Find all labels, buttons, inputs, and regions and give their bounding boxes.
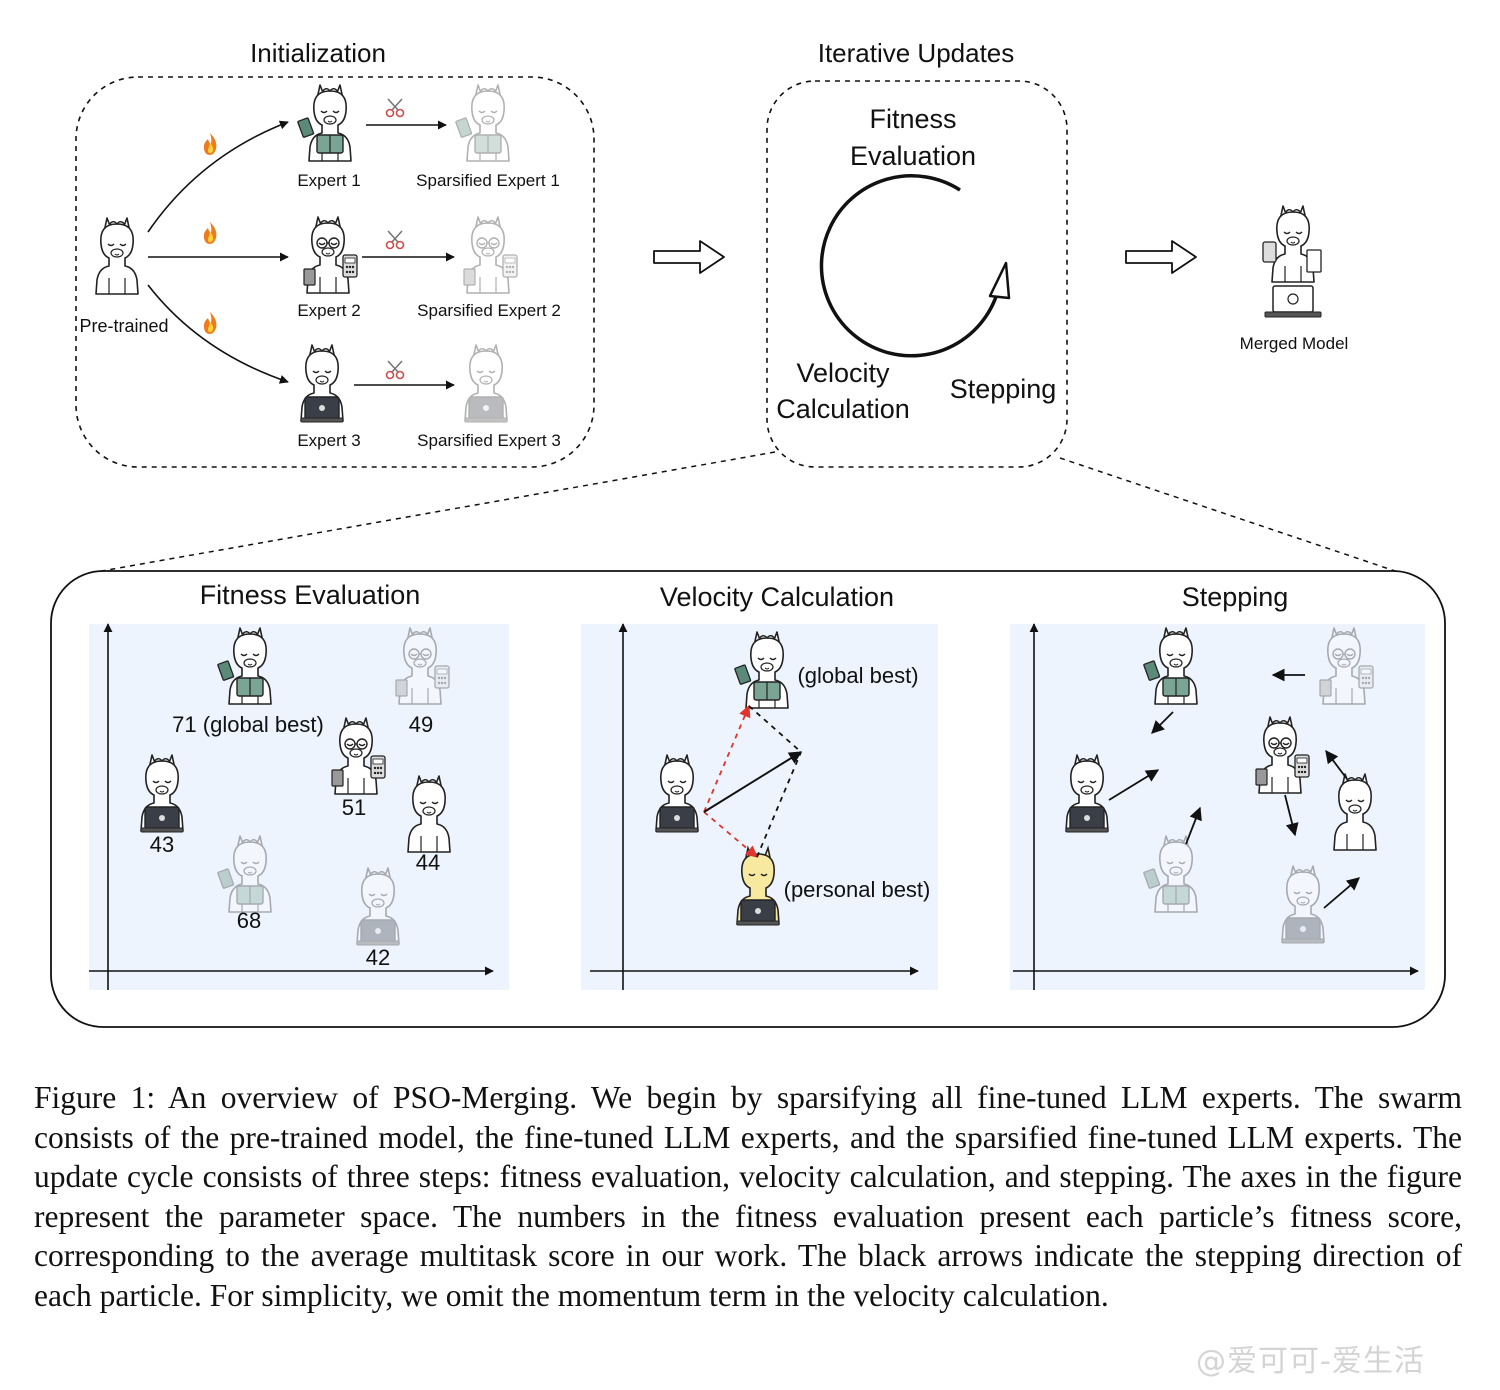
sparsified-expert-3-icon (465, 345, 507, 422)
scissors-icon (385, 360, 405, 380)
fitness-panel-title: Fitness Evaluation (200, 580, 421, 610)
merged-model-label: Merged Model (1240, 334, 1349, 353)
velocity-panel-title: Velocity Calculation (660, 582, 894, 612)
figure-caption: Figure 1: An overview of PSO-Merging. We… (34, 1080, 1462, 1313)
dashed-parallelogram-bottom (756, 751, 802, 858)
merged-model-icon (1263, 206, 1321, 317)
fitness-score: 68 (237, 908, 261, 933)
step-arrow (1323, 877, 1360, 909)
hollow-arrow-to-merged (1125, 240, 1197, 274)
fitness-score: 71 (global best) (172, 712, 324, 737)
global-best-label: (global best) (797, 663, 918, 688)
cycle-fitness-label-2: Evaluation (850, 141, 976, 171)
expert-2-label: Expert 2 (297, 301, 360, 320)
step-arrow (1284, 794, 1299, 837)
fitness-score: 51 (342, 795, 366, 820)
pso-merging-figure: Initialization Pre-trained Expert 1 Expe… (50, 38, 1446, 1028)
step-arrow (1108, 769, 1160, 801)
watermark: @爱可可-爱生活 (1196, 1344, 1425, 1379)
initialization-box (75, 76, 595, 468)
expert-3-label: Expert 3 (297, 431, 360, 450)
fire-icon (203, 133, 217, 155)
dashed-parallelogram-top (748, 705, 802, 753)
iterative-updates-title: Iterative Updates (818, 38, 1015, 68)
steps-detail-box (50, 570, 1446, 1028)
expert-1-label: Expert 1 (297, 171, 360, 190)
step-arrow (1185, 806, 1202, 845)
sparsified-expert-1-label: Sparsified Expert 1 (416, 171, 560, 190)
arrow-to-expert-1 (147, 120, 289, 233)
cycle-stepping-label: Stepping (950, 374, 1057, 404)
cycle-velocity-label-2: Calculation (776, 394, 910, 424)
pretrained-label: Pre-trained (79, 316, 168, 336)
fire-icon (203, 222, 217, 244)
iterative-updates-box (766, 80, 1068, 468)
zoom-line-right (1059, 457, 1399, 573)
stepping-panel-title: Stepping (1182, 582, 1289, 612)
scissors-icon (385, 98, 405, 118)
initialization-title: Initialization (250, 38, 386, 68)
fitness-score: 42 (366, 945, 390, 970)
hollow-arrow-to-iterative (653, 240, 725, 274)
red-arrow-to-personal-best (703, 811, 758, 858)
fitness-score: 44 (416, 850, 440, 875)
step-arrow (1151, 711, 1174, 734)
pretrained-llama-icon (96, 218, 138, 294)
fire-icon (203, 312, 217, 334)
fitness-score: 43 (150, 832, 174, 857)
update-cycle-arrow (819, 174, 1005, 358)
update-cycle-arrowhead-icon (988, 261, 1011, 300)
sparsified-expert-2-label: Sparsified Expert 2 (417, 301, 561, 320)
expert-2-icon (304, 217, 357, 293)
sparsified-expert-1-icon (456, 85, 509, 161)
velocity-resultant-arrow (703, 751, 803, 813)
expert-1-icon (298, 85, 351, 161)
sparsified-expert-3-label: Sparsified Expert 3 (417, 431, 561, 450)
cycle-velocity-label-1: Velocity (796, 358, 890, 388)
arrow-to-expert-3 (147, 284, 289, 384)
personal-best-label: (personal best) (784, 877, 931, 902)
scissors-icon (385, 230, 405, 250)
zoom-line-left (95, 451, 776, 573)
sparsified-expert-2-icon (464, 217, 517, 293)
cycle-fitness-label-1: Fitness (869, 104, 956, 134)
expert-3-icon (301, 345, 343, 422)
step-arrow (1325, 749, 1348, 780)
fitness-score: 49 (409, 712, 433, 737)
personal-best-particle-icon (736, 845, 780, 926)
